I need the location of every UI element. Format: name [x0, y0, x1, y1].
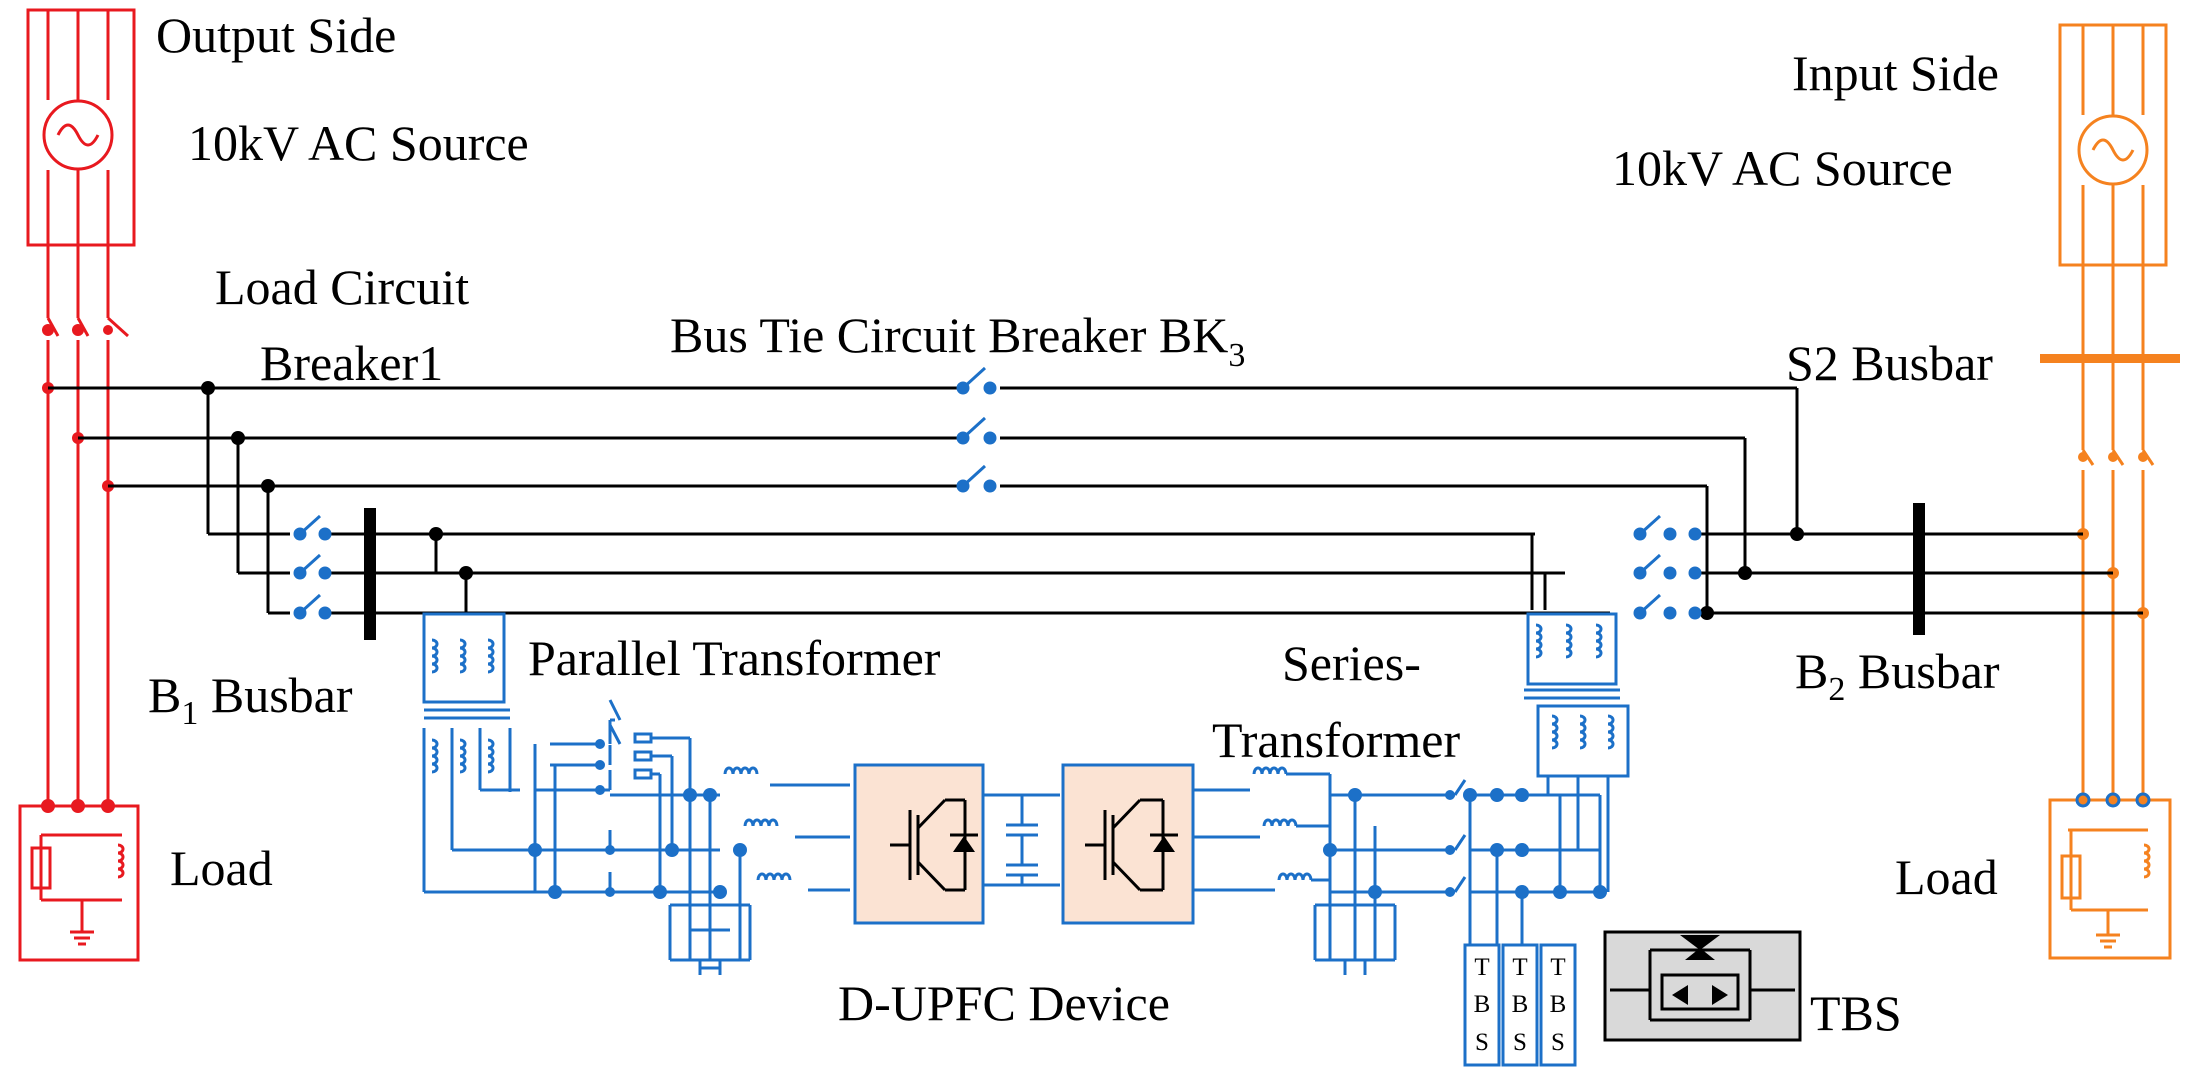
b1-busbar-label: B1 Busbar [148, 667, 353, 732]
load-circuit-breaker-label-line1: Load Circuit [215, 259, 469, 315]
b2-busbar-suffix: Busbar [1845, 643, 2000, 699]
converter-1 [853, 763, 985, 925]
input-load-dots [2075, 792, 2151, 808]
tbs-box-3-letter-b: B [1550, 991, 1567, 1018]
tbs-box-1-letter-t: T [1474, 954, 1489, 981]
input-side-label: Input Side [1792, 45, 1999, 101]
tbs-box-3 [1539, 943, 1577, 1067]
output-side-label: Output Side [156, 7, 396, 63]
b2-busbar-label: B2 Busbar [1795, 643, 2000, 708]
b2-busbar-bar [1913, 503, 1925, 635]
b2-switches [1633, 514, 1702, 620]
tbs-box-1-letter-s: S [1475, 1029, 1489, 1056]
load-left-label: Load [170, 840, 273, 896]
b1-busbar-prefix: B [148, 667, 181, 723]
input-ac-source-icon [2077, 114, 2149, 186]
series-transformer-secondary [1536, 704, 1630, 778]
bus-lines [48, 386, 2143, 615]
output-side-group [18, 8, 140, 962]
tbs-label: TBS [1810, 985, 1902, 1041]
input-source-label: 10kV AC Source [1612, 140, 1953, 196]
output-ac-source-icon [42, 99, 114, 171]
bus-junction-dots [201, 381, 1804, 620]
parallel-transformer-label: Parallel Transformer [528, 630, 941, 686]
tbs-box-3-letter-s: S [1551, 1029, 1565, 1056]
tbs-box-1 [1463, 943, 1501, 1067]
bus-tie-breaker-label: Bus Tie Circuit Breaker BK3 [670, 307, 1245, 374]
tbs-box-2 [1501, 943, 1539, 1067]
b2-busbar-prefix: B [1795, 643, 1828, 699]
dupfc-junction-dots [528, 739, 1607, 899]
series-transformer-label-line2: Transformer [1212, 712, 1460, 768]
tbs-detail [1603, 930, 1802, 1042]
s2-busbar-bar [2040, 354, 2180, 363]
b1-busbar-suffix: Busbar [198, 667, 353, 723]
tbs-box-3-letter-t: T [1550, 954, 1565, 981]
series-transformer-primary [1526, 612, 1618, 686]
series-transformer-label-line1: Series- [1282, 635, 1421, 691]
b2-busbar-subscript: 2 [1828, 671, 1845, 708]
load-right-label: Load [1895, 849, 1998, 905]
parallel-transformer-primary [422, 612, 506, 704]
bus-tie-breaker-subscript: 3 [1228, 337, 1245, 374]
output-source-label: 10kV AC Source [188, 115, 529, 171]
output-source-box [26, 8, 136, 247]
input-side-group [2048, 23, 2172, 960]
s2-busbar-label: S2 Busbar [1786, 335, 1993, 391]
tbs-box-2-letter-t: T [1512, 954, 1527, 981]
load-circuit-breaker-label-line2: Breaker1 [260, 335, 443, 391]
dupfc-device-label: D-UPFC Device [838, 975, 1170, 1031]
bus-tie-breaker-switches [956, 366, 997, 493]
tbs-box-1-letter-b: B [1474, 991, 1491, 1018]
tbs-box-2-letter-b: B [1512, 991, 1529, 1018]
b1-switches [293, 514, 332, 620]
tbs-box-2-letter-s: S [1513, 1029, 1527, 1056]
b1-busbar-subscript: 1 [181, 695, 198, 732]
bus-tie-breaker-text: Bus Tie Circuit Breaker BK [670, 307, 1228, 363]
b1-busbar-bar [364, 508, 376, 640]
converter-2 [1061, 763, 1195, 925]
